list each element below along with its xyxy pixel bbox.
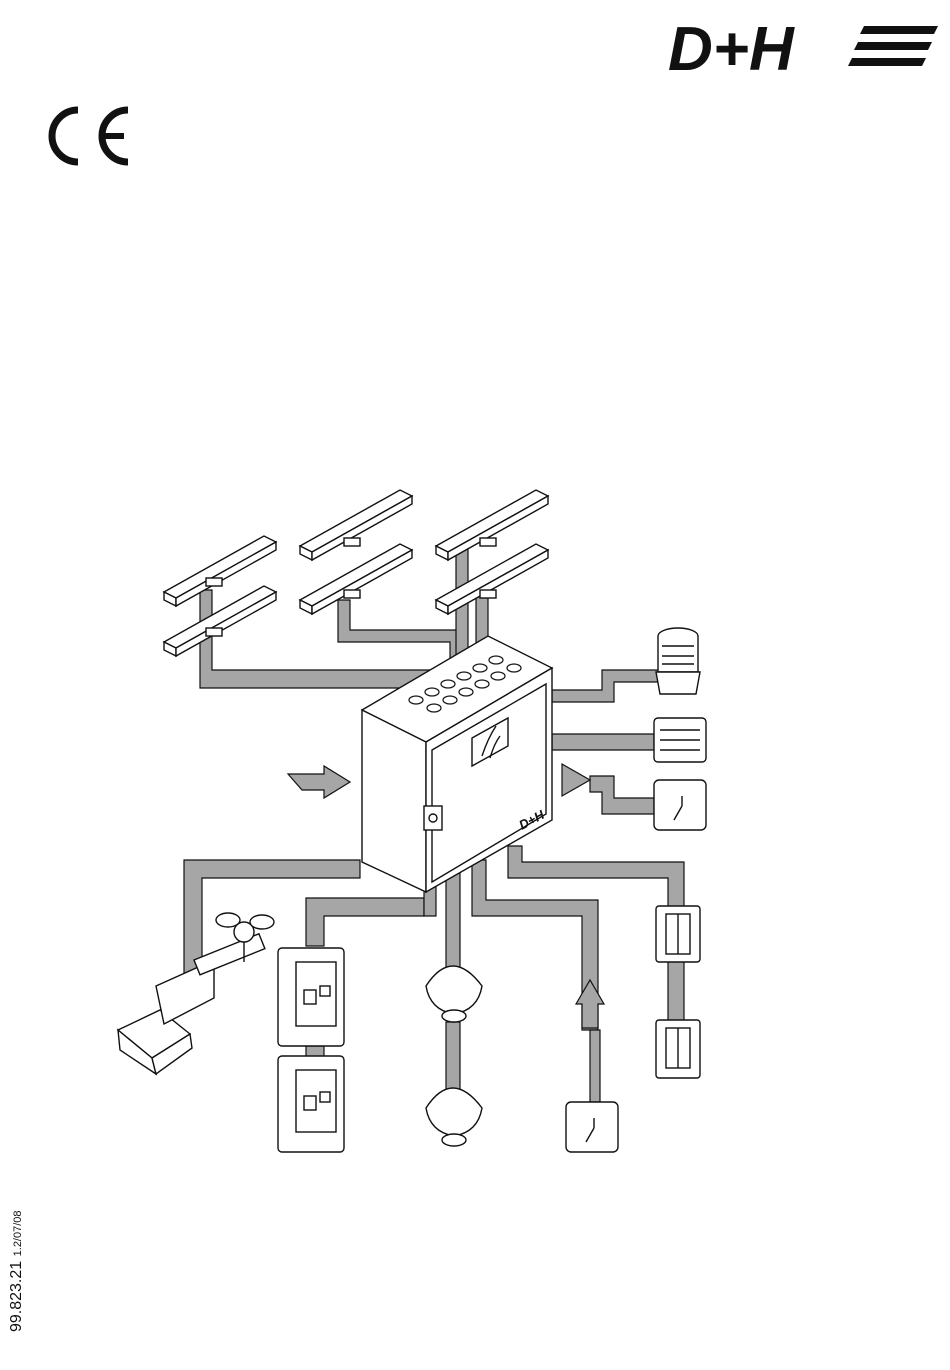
wall-switch-2-icon	[656, 1020, 700, 1078]
wall-switch-1-icon	[656, 906, 700, 962]
document-version: 1.2/07/08	[12, 1210, 24, 1256]
smoke-vent-button-1-icon	[278, 948, 344, 1046]
smoke-detector-1-icon	[426, 966, 482, 1022]
warning-beacon-icon	[656, 628, 700, 694]
document-number-main: 99.823.21	[8, 1261, 25, 1332]
external-switch-icon	[654, 780, 706, 830]
smoke-vent-button-2-icon	[278, 1056, 344, 1152]
document-number: 99.823.21 1.2/07/08	[8, 1182, 48, 1332]
smoke-detector-2-icon	[426, 1088, 482, 1146]
input-switch-icon	[566, 1102, 618, 1152]
keypad-icon	[654, 718, 706, 762]
